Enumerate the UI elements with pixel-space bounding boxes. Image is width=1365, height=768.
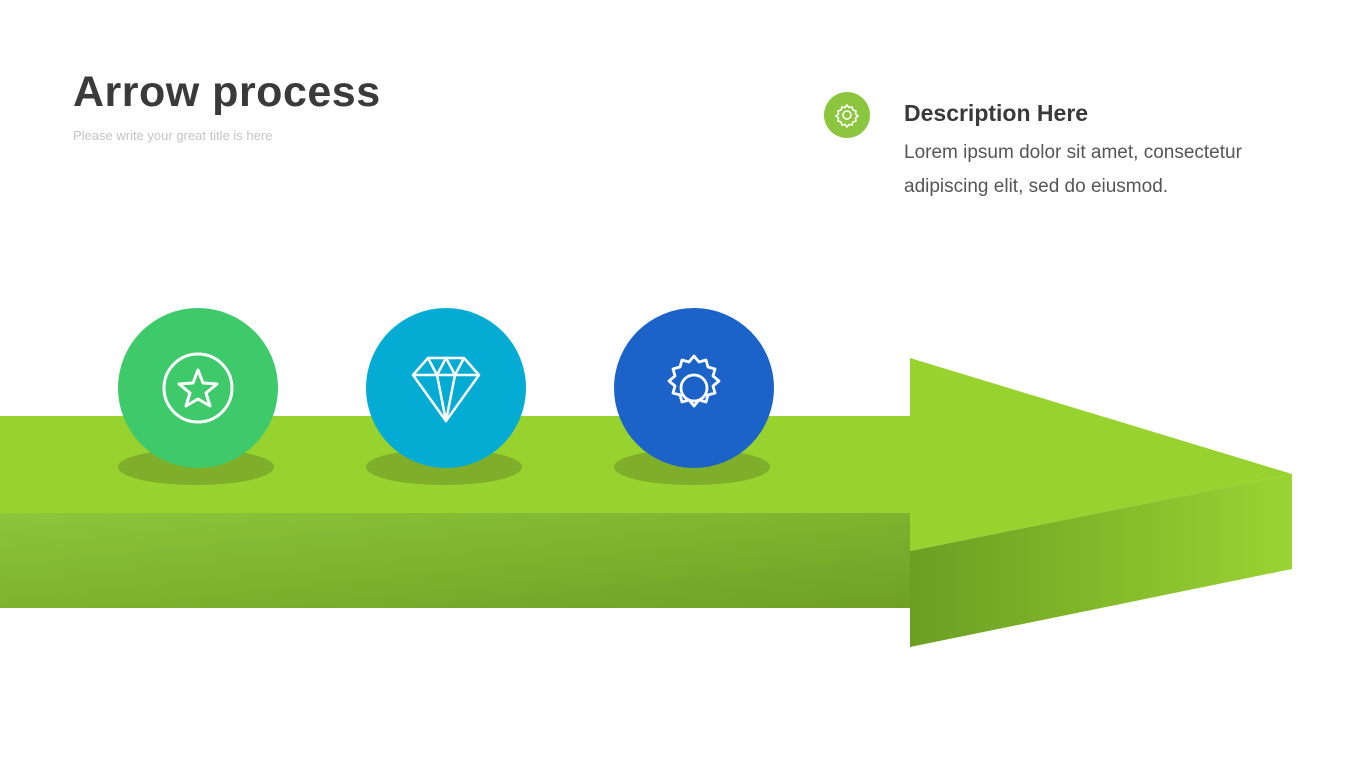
description-text: Lorem ipsum dolor sit amet, consectetur … xyxy=(904,142,1242,197)
diamond-icon xyxy=(411,356,481,423)
arrow-head-top xyxy=(910,358,1292,551)
step-3 xyxy=(614,308,774,468)
page-title: Arrow process xyxy=(73,68,381,116)
arrow-head-side xyxy=(910,474,1292,647)
arrow-shaft-side xyxy=(0,513,911,608)
step-1 xyxy=(118,308,278,468)
description-title: Description Here xyxy=(904,100,1089,126)
page-subtitle: Please write your great title is here xyxy=(73,128,273,143)
step-2 xyxy=(366,308,526,468)
description-gear-icon xyxy=(824,92,870,138)
star-icon xyxy=(162,352,234,424)
gear-icon xyxy=(667,354,721,408)
